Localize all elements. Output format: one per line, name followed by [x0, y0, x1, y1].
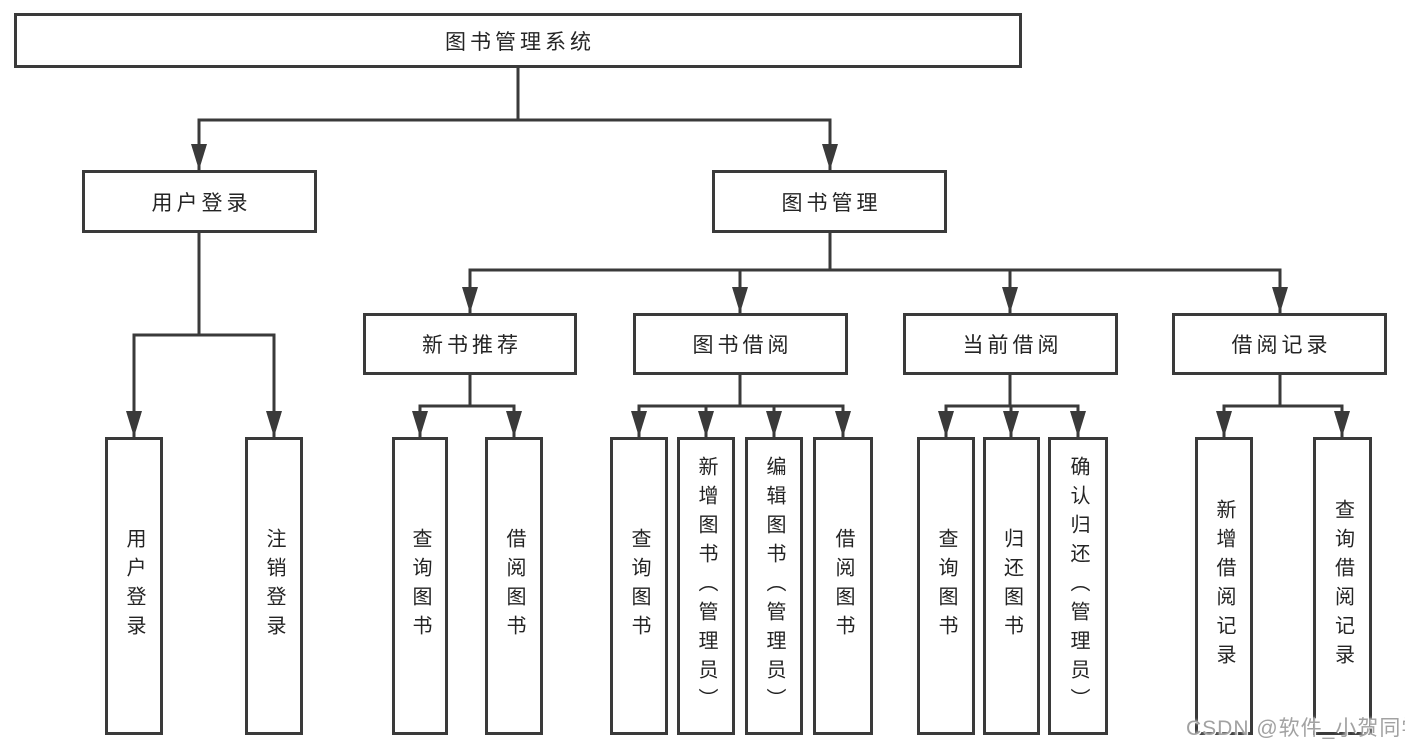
- node-label: 图书管理: [781, 191, 882, 215]
- node-label: 新书推荐: [422, 334, 522, 357]
- leaf-label: 归还图书: [1000, 528, 1023, 644]
- node-label: 图书管理系统: [445, 30, 595, 54]
- node-label: 当前借阅: [962, 334, 1063, 357]
- leaf-add-books-admin: 新增图书（管理员）: [677, 437, 735, 735]
- leaf-label: 编辑图书（管理员）: [763, 455, 785, 717]
- leaf-label: 用户登录: [123, 528, 145, 644]
- leaf-add-borrow-record: 新增借阅记录: [1195, 437, 1253, 735]
- node-book-borrowing: 图书借阅: [633, 313, 848, 375]
- leaf-label: 新增图书（管理员）: [695, 455, 717, 717]
- node-borrowing-records: 借阅记录: [1172, 313, 1387, 375]
- leaf-label: 新增借阅记录: [1213, 499, 1235, 673]
- leaf-query-books-borrow: 查询图书: [610, 437, 668, 735]
- leaf-edit-books-admin: 编辑图书（管理员）: [745, 437, 803, 735]
- leaf-label: 借阅图书: [832, 528, 854, 644]
- leaf-label: 查询图书: [409, 528, 431, 644]
- leaf-user-login: 用户登录: [105, 437, 163, 735]
- node-new-book-recommendation: 新书推荐: [363, 313, 577, 375]
- node-library-management-system: 图书管理系统: [14, 13, 1022, 68]
- leaf-label: 注销登录: [263, 528, 285, 644]
- node-label: 图书借阅: [692, 334, 793, 357]
- leaf-label: 查询图书: [628, 528, 650, 644]
- node-label: 用户登录: [151, 191, 252, 215]
- node-book-management: 图书管理: [712, 170, 947, 233]
- leaf-label: 借阅图书: [503, 528, 525, 644]
- node-label: 借阅记录: [1231, 334, 1332, 357]
- leaf-label: 查询图书: [935, 528, 957, 644]
- leaf-label: 查询借阅记录: [1331, 499, 1354, 673]
- node-current-borrowing: 当前借阅: [903, 313, 1118, 375]
- leaf-query-borrow-record: 查询借阅记录: [1313, 437, 1372, 735]
- leaf-logout: 注销登录: [245, 437, 303, 735]
- leaf-label: 确认归还（管理员）: [1067, 455, 1089, 717]
- leaf-query-books-current: 查询图书: [917, 437, 975, 735]
- leaf-borrow-books-recommend: 借阅图书: [485, 437, 543, 735]
- leaf-borrow-books: 借阅图书: [813, 437, 873, 735]
- leaf-confirm-return-admin: 确认归还（管理员）: [1048, 437, 1108, 735]
- leaf-query-books-recommend: 查询图书: [392, 437, 448, 735]
- leaf-return-books: 归还图书: [983, 437, 1040, 735]
- watermark-text: CSDN @软件_小贺同学: [1186, 717, 1405, 740]
- node-user-login: 用户登录: [82, 170, 317, 233]
